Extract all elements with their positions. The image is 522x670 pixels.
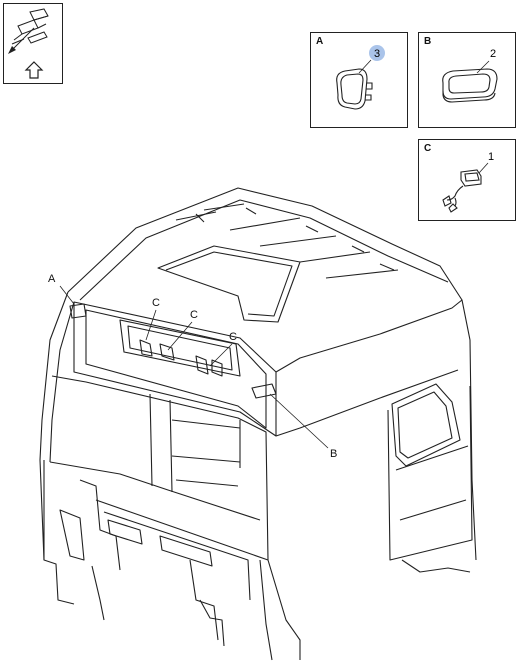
detail-box-a: A 3	[310, 32, 408, 128]
orientation-box	[3, 3, 63, 84]
callout-c-right: C	[229, 331, 237, 343]
callout-a: A	[48, 273, 56, 285]
callout-c-middle: C	[190, 309, 198, 321]
callout-b: B	[330, 448, 338, 460]
detail-box-b-part-number: 2	[490, 48, 496, 60]
detail-box-c-label: C	[424, 143, 432, 154]
detail-box-c-part-number: 1	[488, 151, 494, 163]
detail-box-b-label: B	[424, 36, 432, 47]
callout-c-left: C	[152, 297, 160, 309]
lamp-part-3-drawing: 3	[336, 45, 385, 110]
wiring-connector-part-1-drawing: 1	[442, 151, 494, 213]
detail-box-a-part-number: 3	[374, 48, 380, 60]
detail-box-c: C 1	[418, 139, 516, 221]
detail-box-a-label: A	[316, 36, 324, 47]
lamp-part-2-drawing: 2	[442, 48, 498, 103]
detail-box-b: B 2	[418, 32, 516, 128]
orientation-arrow-icon	[8, 8, 49, 79]
part-highlight-circle	[369, 45, 385, 61]
